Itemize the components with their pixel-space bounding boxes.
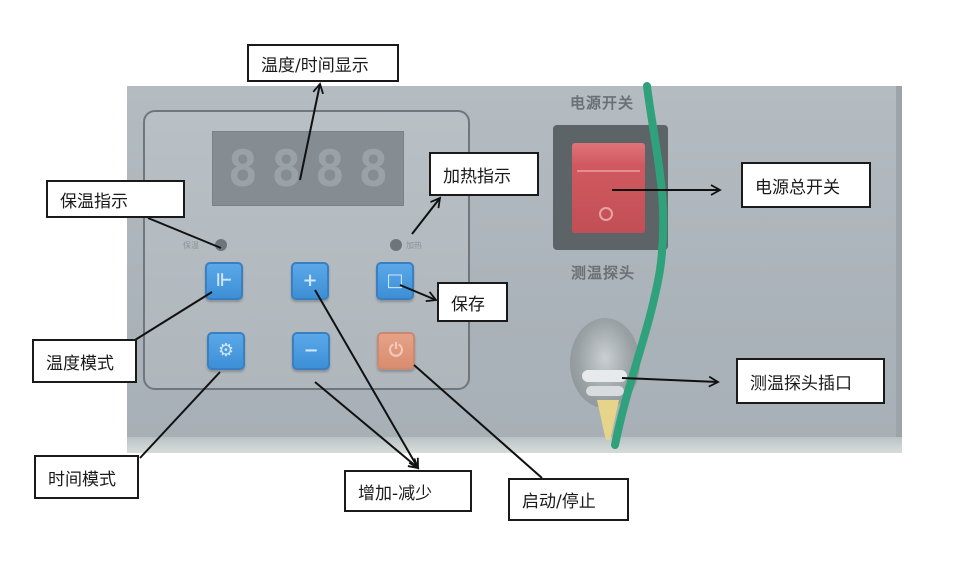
probe-nut bbox=[586, 386, 624, 396]
display-digit: 8 bbox=[358, 139, 389, 198]
panel-right-edge bbox=[896, 86, 902, 453]
callout-increase-decrease: 增加-减少 bbox=[344, 470, 472, 512]
callout-temperature-mode: 温度模式 bbox=[32, 339, 137, 383]
thermometer-icon: ⊩ bbox=[215, 270, 233, 291]
rocker-on-mark-icon bbox=[577, 170, 640, 172]
plus-icon: + bbox=[302, 270, 318, 291]
callout-main-power-switch: 电源总开关 bbox=[741, 162, 871, 208]
callout-save: 保存 bbox=[437, 282, 508, 322]
display-digit: 8 bbox=[314, 139, 345, 198]
probe-nut bbox=[582, 370, 627, 382]
panel-bottom-strip bbox=[127, 437, 902, 453]
display-digit: 8 bbox=[271, 139, 302, 198]
power-icon: ⏻ bbox=[388, 340, 404, 361]
temperature-mode-button[interactable]: ⊩ bbox=[205, 262, 243, 300]
start-stop-button[interactable]: ⏻ bbox=[377, 332, 415, 370]
callout-start-stop: 启动/停止 bbox=[508, 478, 629, 521]
callout-probe-socket: 测温探头插口 bbox=[736, 358, 885, 404]
heating-led-icon bbox=[390, 239, 402, 251]
decrease-button[interactable]: − bbox=[292, 332, 330, 370]
callout-display: 温度/时间显示 bbox=[247, 44, 399, 82]
save-icon: □ bbox=[386, 270, 404, 291]
power-switch-panel-text: 电源开关 bbox=[570, 94, 635, 112]
time-mode-button[interactable]: ⚙ bbox=[207, 332, 245, 370]
display-digit: 8 bbox=[227, 139, 258, 198]
probe-panel-text: 测温探头 bbox=[571, 264, 636, 282]
increase-button[interactable]: + bbox=[291, 262, 329, 300]
seven-segment-display: 8 8 8 8 bbox=[212, 131, 404, 206]
minus-icon: − bbox=[303, 340, 319, 361]
keep-warm-led-icon bbox=[215, 239, 227, 251]
callout-time-mode: 时间模式 bbox=[34, 455, 139, 499]
gear-icon: ⚙ bbox=[217, 340, 235, 361]
callout-heating-indicator: 加热指示 bbox=[429, 152, 539, 196]
rocker-off-mark-icon bbox=[599, 207, 613, 221]
callout-keep-warm-indicator: 保温指示 bbox=[46, 180, 185, 218]
save-button[interactable]: □ bbox=[376, 262, 414, 300]
keep-warm-led-label: 保温 bbox=[183, 241, 199, 250]
heating-led-label: 加热 bbox=[406, 241, 422, 250]
